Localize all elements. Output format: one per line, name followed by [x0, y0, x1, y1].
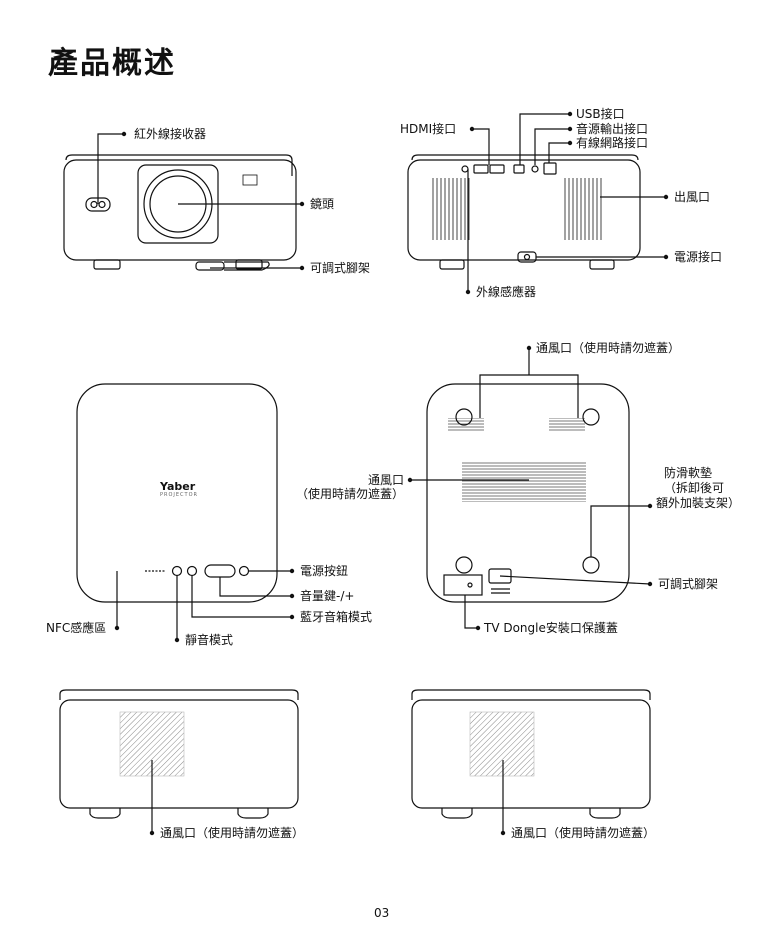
label-volume-keys: 音量鍵-/+ [300, 589, 355, 603]
label-ext-sensor: 外線感應器 [476, 285, 537, 299]
label-mute-mode: 靜音模式 [185, 633, 234, 647]
label-bt-speaker-mode: 藍牙音箱模式 [300, 610, 373, 624]
label-usb-port: USB接口 [576, 107, 625, 121]
label-nfc-area: NFC感應區 [46, 621, 107, 635]
label-lens: 鏡頭 [310, 197, 335, 211]
label-power-port: 電源接口 [674, 250, 723, 264]
label-antislip-line2: （拆卸後可 [664, 481, 725, 495]
label-vent: 出風口 [674, 190, 711, 204]
brand-logo: Yaber [160, 480, 196, 493]
brand-logo-sub: PROJECTOR [160, 492, 199, 498]
label-ir-receiver: 紅外線接收器 [134, 127, 207, 141]
front-view-projector [63, 154, 297, 271]
side-view-right [411, 689, 651, 833]
label-side-right-vent: 通風口（使用時請勿遮蓋） [511, 826, 656, 840]
label-audio-out: 音源輸出接口 [576, 122, 649, 136]
bottom-view-projector [410, 348, 651, 629]
label-ethernet: 有線網路接口 [576, 136, 649, 150]
page-title: 產品概述 [48, 46, 176, 81]
label-vent-mid-line2: （使用時請勿遮蓋） [296, 487, 405, 501]
side-view-left [59, 689, 299, 833]
label-front-stand: 可調式腳架 [310, 261, 371, 275]
ir-receiver-leader [97, 133, 124, 204]
label-antislip-line3: 額外加裝支架） [656, 496, 741, 510]
label-hdmi-port: HDMI接口 [400, 122, 457, 136]
top-view-projector [76, 383, 292, 640]
label-dongle-cover: TV Dongle安裝口保護蓋 [484, 621, 618, 635]
page-number: 03 [374, 906, 390, 920]
label-power-button: 電源按鈕 [300, 564, 349, 578]
label-vent-top: 通風口（使用時請勿遮蓋） [536, 341, 681, 355]
label-antislip-line1: 防滑軟墊 [664, 466, 713, 480]
label-side-left-vent: 通風口（使用時請勿遮蓋） [160, 826, 305, 840]
label-bottom-stand: 可調式腳架 [658, 577, 719, 591]
back-view-projector [407, 113, 666, 292]
label-vent-mid-line1: 通風口 [368, 473, 405, 487]
